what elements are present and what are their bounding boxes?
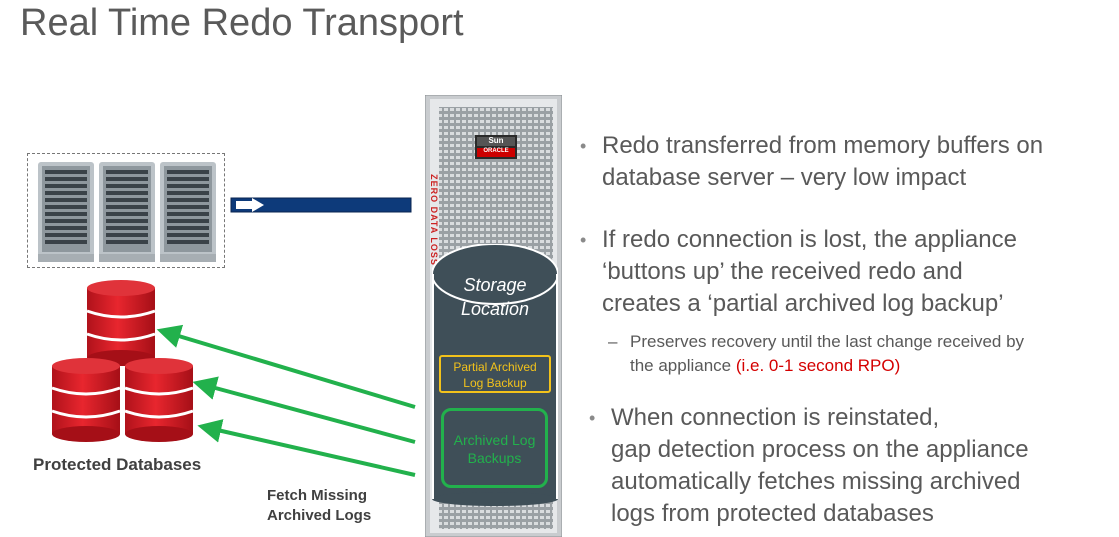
bullet-line: creates a ‘partial archived log backup’ xyxy=(602,290,1004,317)
database-server-group xyxy=(27,153,225,268)
bullet-dot: • xyxy=(589,408,596,428)
partial-label-line: Log Backup xyxy=(463,376,527,390)
rpo-highlight: (i.e. 0-1 second RPO) xyxy=(735,356,901,375)
partial-label-line: Partial Archived xyxy=(453,360,537,374)
database-icon xyxy=(51,358,121,442)
sun-logo: Sun ORACLE xyxy=(475,135,517,157)
bullet-line: If redo connection is lost, the applianc… xyxy=(602,226,1017,253)
recovery-appliance-rack: Sun ORACLE ZERO DATA LOSS RECOVERY APPLI… xyxy=(425,95,562,537)
bullet-line: Redo transferred from memory buffers on xyxy=(602,132,1044,159)
bullet-connection-reinstated: • When connection is reinstated, gap dete… xyxy=(589,402,1029,530)
bullet-line: ‘buttons up’ the received redo and xyxy=(602,258,963,285)
sun-brand: Sun xyxy=(488,136,504,145)
sub-bullet-preserves-recovery: –Preserves recovery until the last chang… xyxy=(608,330,1024,378)
bullet-line: logs from protected databases xyxy=(611,500,934,527)
partial-archived-log-backup: Partial Archived Log Backup xyxy=(439,355,551,393)
archived-label-line: Archived Log xyxy=(453,432,536,448)
storage-label-line: Storage xyxy=(463,275,527,295)
archived-log-backups: Archived Log Backups xyxy=(441,408,548,488)
sub-bullet-line: Preserves recovery until the last change… xyxy=(630,332,1025,351)
page-title: Real Time Redo Transport xyxy=(20,2,464,44)
redo-transport-arrow xyxy=(230,197,412,213)
sub-bullet-line: the appliance xyxy=(630,356,736,375)
bullet-dot: • xyxy=(580,230,587,250)
database-cylinders xyxy=(51,280,194,442)
fetch-arrow xyxy=(156,324,416,409)
fetch-arrows xyxy=(156,324,416,477)
server-icon xyxy=(38,162,94,262)
bullet-line: gap detection process on the appliance xyxy=(611,436,1029,463)
bullet-dot: • xyxy=(580,136,587,156)
fetch-missing-label: Fetch Missing Archived Logs xyxy=(267,486,371,526)
bullet-line: When connection is reinstated, xyxy=(611,404,940,431)
database-icon xyxy=(124,358,194,442)
oracle-brand: ORACLE xyxy=(483,148,509,154)
fetch-arrow xyxy=(197,419,416,477)
archived-label-line: Backups xyxy=(467,450,522,466)
fetch-arrow xyxy=(192,376,416,444)
server-icon xyxy=(160,162,216,262)
server-icon xyxy=(99,162,155,262)
fetch-label-line: Archived Logs xyxy=(267,507,372,524)
bullet-line: automatically fetches missing archived xyxy=(611,468,1021,495)
storage-label-line: Location xyxy=(460,299,530,319)
fetch-label-line: Fetch Missing xyxy=(267,487,368,504)
storage-location-label: Storage Location xyxy=(432,273,558,321)
protected-databases-label: Protected Databases xyxy=(33,455,202,474)
dash-marker: – xyxy=(608,332,618,351)
database-icon xyxy=(86,280,156,366)
storage-location-shape xyxy=(432,244,558,506)
bullet-line: database server – very low impact xyxy=(602,164,967,191)
bullet-redo-transfer: • Redo transferred from memory buffers on… xyxy=(580,130,1043,194)
bullet-connection-lost: • If redo connection is lost, the applian… xyxy=(580,224,1017,320)
